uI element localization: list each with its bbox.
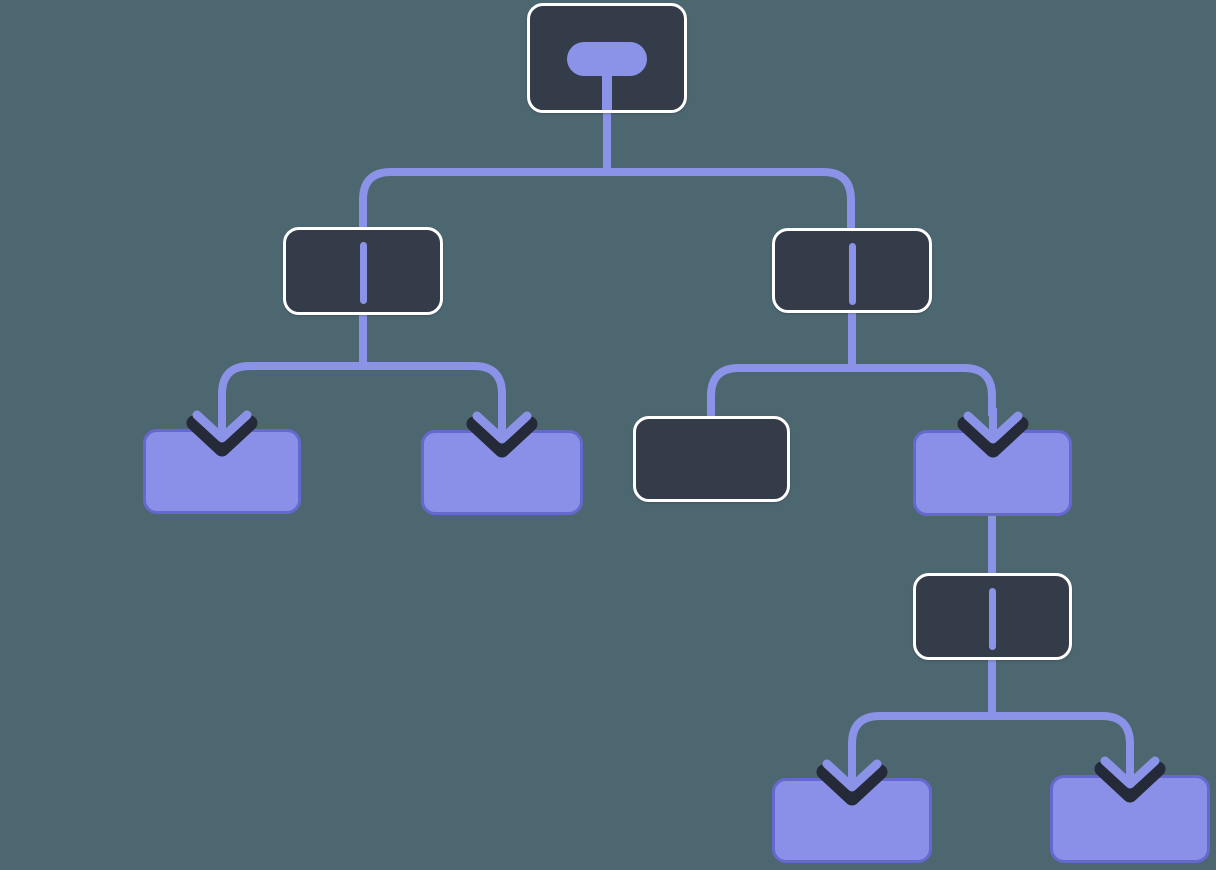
tree-node-branch-right[interactable]: [772, 228, 932, 313]
edge-branch-left-to-leaves: [218, 315, 506, 416]
tree-node-node-mid-dark[interactable]: [633, 416, 790, 502]
tree-node-leaf-bottom-2[interactable]: [1050, 775, 1210, 863]
tree-node-branch-lower[interactable]: [913, 573, 1072, 660]
tree-node-leaf-bottom-1[interactable]: [772, 778, 932, 863]
edge-branch-right-to-children: [707, 313, 996, 416]
vertical-line-icon: [989, 588, 996, 650]
root-icon: [567, 42, 647, 110]
tree-node-leaf-left-2[interactable]: [421, 430, 583, 515]
tree-node-node-drop-right[interactable]: [913, 430, 1072, 516]
vertical-line-icon: [848, 243, 856, 305]
tree-node-root[interactable]: [527, 3, 687, 113]
vertical-line-icon: [359, 242, 367, 304]
edge-branch-lower-to-leaves: [848, 660, 1134, 758]
tree-node-branch-left[interactable]: [283, 227, 443, 315]
tree-node-leaf-left-1[interactable]: [143, 429, 301, 514]
edge-root-to-branches: [359, 113, 855, 228]
